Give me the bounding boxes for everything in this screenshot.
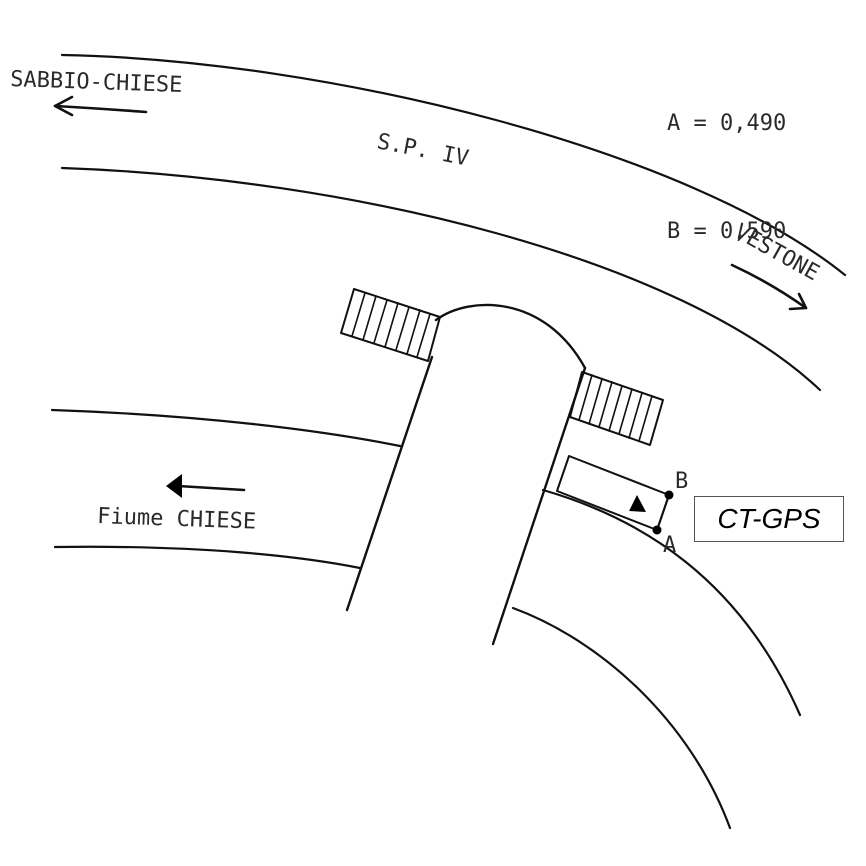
- bridge-deck-right: [491, 366, 587, 646]
- station-rectangle: [556, 455, 670, 531]
- segment-a-b: [656, 494, 670, 531]
- point-a-label: A: [663, 533, 676, 558]
- river-label: Fiume CHIESE: [97, 504, 257, 535]
- river-lower-bank-east: [511, 606, 732, 830]
- abutment-west-hatched: [340, 288, 441, 362]
- river-upper-bank-west: [50, 408, 402, 448]
- station-tag-box: CT-GPS: [694, 496, 844, 542]
- point-b-dot: [664, 490, 674, 500]
- river-lower-bank-west: [53, 545, 362, 570]
- river-upper-bank-east: [541, 488, 802, 717]
- point-b-label: B: [675, 469, 688, 494]
- station-tag-label: CT-GPS: [717, 503, 821, 534]
- arrow-right-icon: [730, 263, 808, 311]
- point-a-dot: [652, 525, 662, 535]
- legend-b: B = 0,590: [667, 219, 787, 244]
- bridge-deck-arch: [434, 303, 587, 370]
- abutment-east-hatched: [569, 371, 664, 446]
- arrow-left-icon: [53, 95, 148, 117]
- chainage-legend: A = 0,490 B = 0,590: [667, 34, 837, 286]
- road-west-label: SABBIO-CHIESE: [10, 67, 183, 98]
- triangle-marker-icon: [629, 495, 646, 512]
- river-arrow-left-icon: [166, 474, 246, 498]
- road-lower-edge: [60, 166, 822, 392]
- road-name-label: S.P. IV: [375, 129, 471, 171]
- bridge-deck-left: [345, 355, 434, 612]
- road-upper-edge: [60, 53, 847, 277]
- legend-a: A = 0,490: [667, 111, 787, 136]
